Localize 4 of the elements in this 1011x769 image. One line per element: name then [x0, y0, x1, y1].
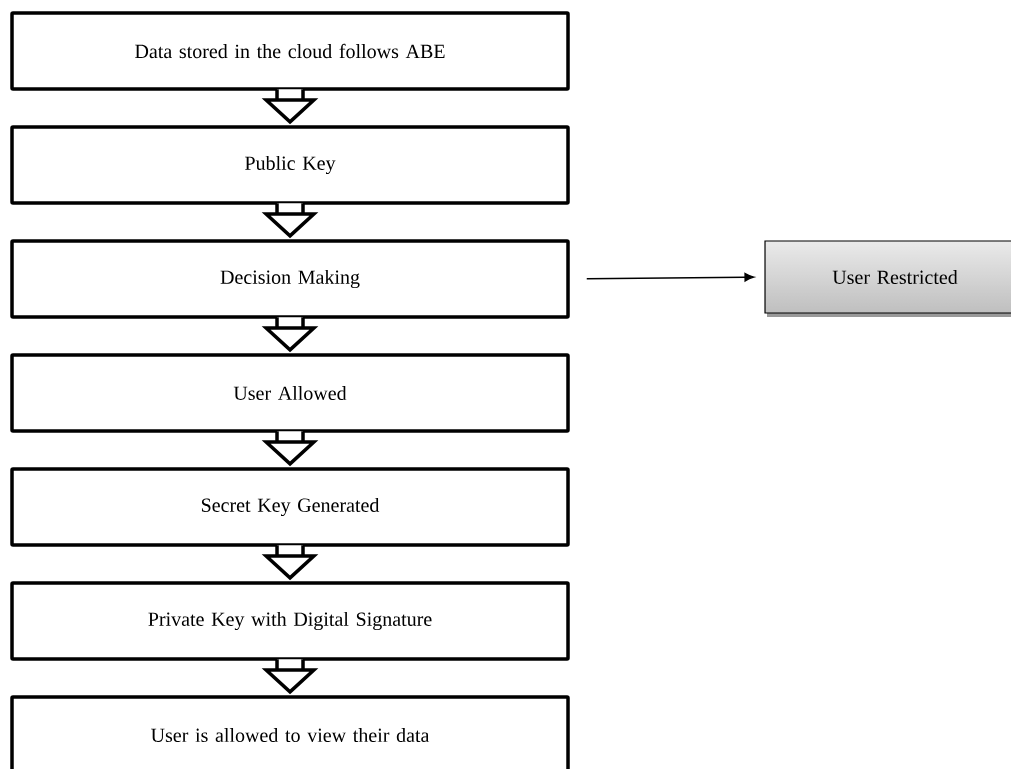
- process-box: Data stored in the cloud follows ABE: [10, 11, 570, 91]
- arrow: [586, 272, 755, 282]
- process-box: User is allowed to view their data: [10, 695, 570, 769]
- result-box: User Restricted: [764, 240, 1011, 317]
